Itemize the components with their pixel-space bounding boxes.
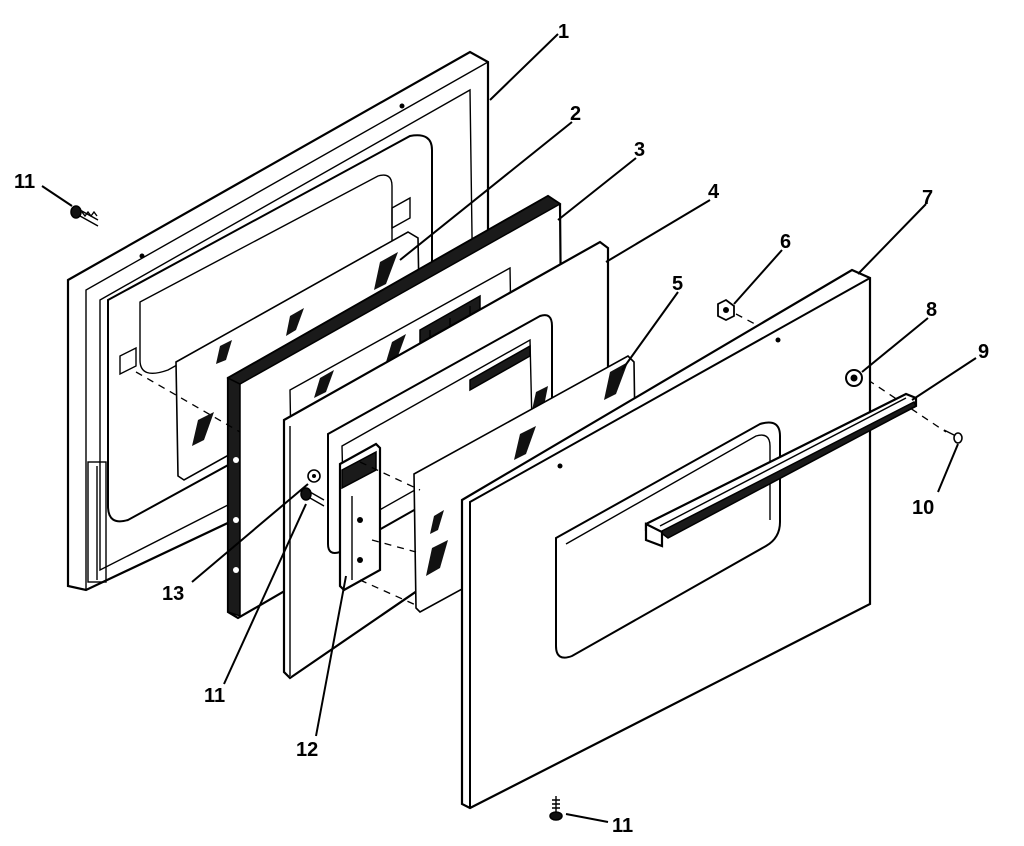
leader-lines	[41, 33, 977, 823]
glass-retainer	[338, 442, 382, 592]
part-label-11-middle: 11	[204, 685, 225, 707]
part-label-11-bottom: 11	[612, 815, 633, 837]
part-label-8: 8	[926, 299, 937, 321]
part-labels: 1 2 3 4 5 6 7 8 9 10 11 11 11 12 13	[14, 21, 989, 837]
screw-middle	[300, 487, 325, 507]
door-handle	[644, 392, 918, 548]
screw-13	[307, 469, 321, 483]
spacer	[845, 369, 863, 387]
part-label-6: 6	[780, 231, 791, 253]
screw-top-left	[70, 205, 99, 227]
handle-screw	[943, 429, 963, 444]
part-label-1: 1	[558, 21, 569, 43]
part-label-4: 4	[708, 181, 720, 203]
part-label-12: 12	[296, 739, 318, 761]
part-label-2: 2	[570, 103, 581, 125]
part-label-13: 13	[162, 583, 184, 605]
part-label-7: 7	[922, 187, 933, 209]
nut	[717, 298, 735, 322]
part-label-10: 10	[912, 497, 934, 519]
part-label-5: 5	[672, 273, 683, 295]
screw-bottom	[549, 796, 563, 821]
part-label-11-top: 11	[14, 171, 35, 193]
outer-door-panel	[460, 268, 872, 810]
part-label-9: 9	[978, 341, 989, 363]
part-label-3: 3	[634, 139, 645, 161]
